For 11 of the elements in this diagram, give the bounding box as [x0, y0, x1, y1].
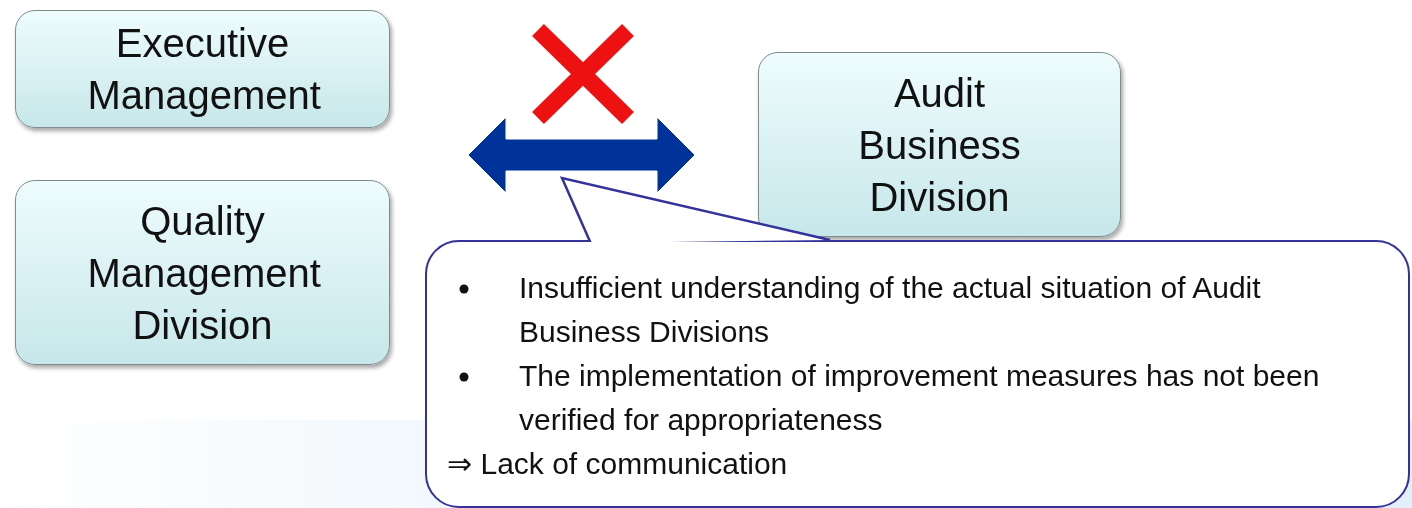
division-label: Quality Management Division — [86, 197, 322, 349]
bullet-text: Insufficient understanding of the actual situation of Audit Business Divisions — [519, 271, 1261, 348]
bullet-text: The implementation of improvement measures has not been verified for appropriateness — [519, 359, 1320, 436]
conclusion-text: ⇒ Lack of communication — [447, 446, 789, 482]
division-box — [758, 52, 1121, 237]
division-label: Executive Management — [86, 20, 322, 119]
callout-pointer — [559, 176, 831, 243]
double-arrow — [467, 116, 696, 194]
division-label: Audit Business Division — [857, 69, 1022, 221]
division-box — [15, 180, 390, 365]
division-box — [15, 10, 390, 128]
